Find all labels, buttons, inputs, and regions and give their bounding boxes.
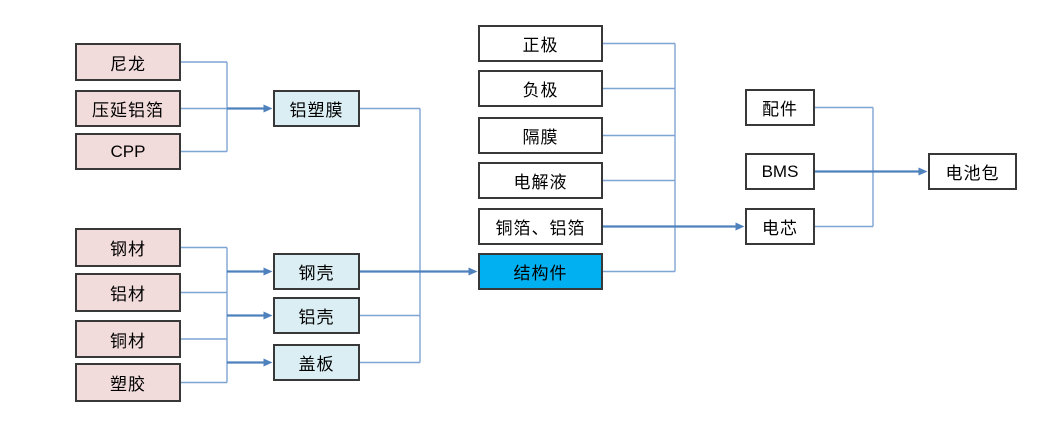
node-anode: 负极 xyxy=(478,70,603,107)
node-accessories: 配件 xyxy=(745,89,815,126)
node-steel-shell: 钢壳 xyxy=(273,253,360,290)
node-battery-pack: 电池包 xyxy=(928,153,1017,190)
node-cpp: CPP xyxy=(75,133,181,170)
bracket-lines xyxy=(181,42,874,384)
node-aluminum: 铝材 xyxy=(75,273,181,312)
node-electrolyte: 电解液 xyxy=(478,162,603,199)
node-structural-parts: 结构件 xyxy=(478,253,603,290)
node-aluminum-shell: 铝壳 xyxy=(273,297,360,334)
node-nylon: 尼龙 xyxy=(75,43,181,81)
node-plastic: 塑胶 xyxy=(75,363,181,402)
node-rolled-aluminum-foil: 压延铝箔 xyxy=(75,90,181,127)
node-copper: 铜材 xyxy=(75,320,181,358)
node-copper-aluminum-foil: 铜箔、铝箔 xyxy=(478,208,603,245)
node-battery-cell: 电芯 xyxy=(745,208,815,245)
node-separator: 隔膜 xyxy=(478,117,603,154)
node-cathode: 正极 xyxy=(478,25,603,62)
node-cover-plate: 盖板 xyxy=(273,344,360,381)
arrow-lines xyxy=(227,104,928,367)
node-steel: 钢材 xyxy=(75,228,181,267)
node-aluminum-plastic-film: 铝塑膜 xyxy=(273,90,360,127)
node-bms: BMS xyxy=(745,153,815,190)
